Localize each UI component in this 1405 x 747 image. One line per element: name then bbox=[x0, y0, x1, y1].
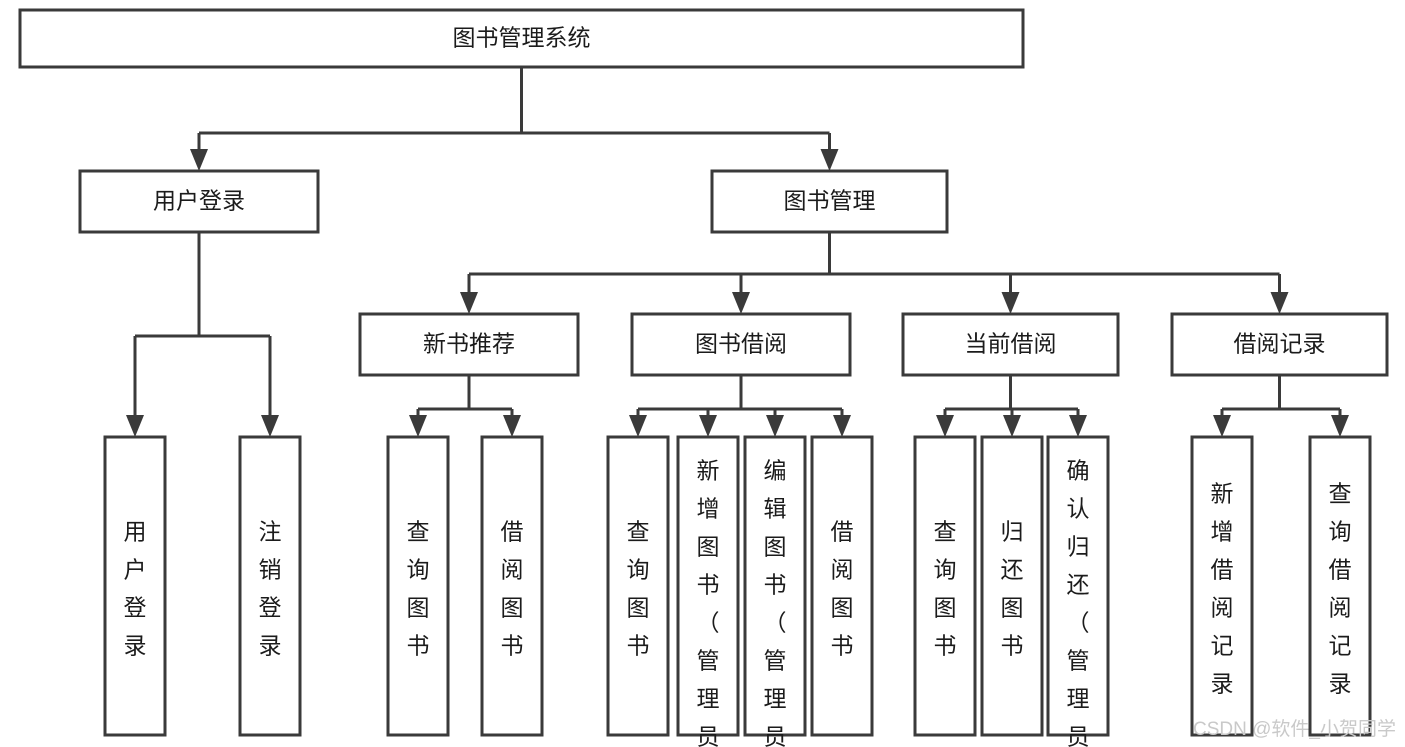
arrow-to-leaf-add-record bbox=[1213, 415, 1231, 437]
node-label-user-login: 用户登录 bbox=[153, 188, 245, 214]
node-root[interactable]: 图书管理系统 bbox=[18, 8, 1025, 69]
arrow-to-current-borrow bbox=[1001, 292, 1020, 314]
arrow-to-leaf-edit-book bbox=[766, 415, 784, 437]
node-box-leaf-add-record bbox=[1190, 435, 1254, 737]
node-label-leaf-query-book-rec: 查询图书 bbox=[407, 519, 430, 659]
node-label-leaf-borrow-book: 借阅图书 bbox=[831, 519, 854, 659]
arrow-to-book-borrow bbox=[732, 292, 750, 314]
node-leaf-confirm-return[interactable]: 确认归还（管理员） bbox=[1046, 435, 1110, 747]
arrow-to-book-management bbox=[820, 149, 839, 171]
node-leaf-borrow-book[interactable]: 借阅图书 bbox=[810, 435, 874, 737]
arrow-to-leaf-query-book-cur bbox=[936, 415, 954, 437]
arrow-to-leaf-query-record bbox=[1331, 415, 1349, 437]
node-leaf-borrow-book-rec[interactable]: 借阅图书 bbox=[480, 435, 544, 737]
node-label-leaf-add-record: 新增借阅记录 bbox=[1211, 481, 1234, 697]
node-label-book-borrow: 图书借阅 bbox=[695, 331, 787, 357]
arrow-to-leaf-borrow-book bbox=[833, 415, 851, 437]
node-box-leaf-query-book bbox=[606, 435, 670, 737]
arrow-to-leaf-confirm-return bbox=[1069, 415, 1087, 437]
node-label-leaf-user-login: 用户登录 bbox=[124, 519, 147, 659]
node-box-current-borrow bbox=[901, 312, 1120, 377]
node-label-leaf-return-book: 归还图书 bbox=[1001, 519, 1024, 659]
node-leaf-add-book[interactable]: 新增图书（管理员） bbox=[676, 435, 740, 747]
arrow-to-borrow-record bbox=[1270, 292, 1289, 314]
arrow-to-new-book-recommend bbox=[460, 292, 478, 314]
node-leaf-edit-book[interactable]: 编辑图书（管理员） bbox=[743, 435, 807, 747]
node-box-new-book-recommend bbox=[358, 312, 580, 377]
arrow-to-leaf-query-book bbox=[629, 415, 647, 437]
node-box-leaf-add-book bbox=[676, 435, 740, 737]
node-box-leaf-return-book bbox=[980, 435, 1044, 737]
node-leaf-user-login[interactable]: 用户登录 bbox=[103, 435, 167, 737]
node-box-book-borrow bbox=[630, 312, 852, 377]
node-box-book-management bbox=[710, 169, 949, 234]
node-box-leaf-confirm-return bbox=[1046, 435, 1110, 737]
boxes-layer: 图书管理系统用户登录图书管理新书推荐图书借阅当前借阅借阅记录用户登录注销登录查询… bbox=[18, 8, 1389, 747]
node-label-leaf-query-book: 查询图书 bbox=[627, 519, 650, 659]
node-leaf-return-book[interactable]: 归还图书 bbox=[980, 435, 1044, 737]
arrow-to-leaf-query-book-rec bbox=[409, 415, 427, 437]
arrow-to-leaf-add-book bbox=[699, 415, 717, 437]
node-label-leaf-logout: 注销登录 bbox=[259, 519, 282, 659]
node-label-leaf-borrow-book-rec: 借阅图书 bbox=[501, 519, 524, 659]
node-leaf-query-record[interactable]: 查询借阅记录 bbox=[1308, 435, 1372, 737]
arrow-to-leaf-user-login bbox=[126, 415, 144, 437]
csdn-watermark: CSDN @软件_小贺同学 bbox=[1193, 718, 1396, 740]
node-label-leaf-query-book-cur: 查询图书 bbox=[934, 519, 957, 659]
node-label-current-borrow: 当前借阅 bbox=[965, 331, 1057, 357]
node-leaf-add-record[interactable]: 新增借阅记录 bbox=[1190, 435, 1254, 737]
node-user-login[interactable]: 用户登录 bbox=[78, 169, 320, 234]
node-box-root bbox=[18, 8, 1025, 69]
connectors-layer bbox=[126, 67, 1349, 437]
node-book-borrow[interactable]: 图书借阅 bbox=[630, 312, 852, 377]
arrow-to-leaf-return-book bbox=[1003, 415, 1021, 437]
arrow-to-leaf-logout bbox=[261, 415, 279, 437]
node-label-leaf-add-book: 新增图书（管理员） bbox=[697, 458, 720, 747]
node-book-management[interactable]: 图书管理 bbox=[710, 169, 949, 234]
node-label-new-book-recommend: 新书推荐 bbox=[423, 331, 515, 357]
node-label-leaf-edit-book: 编辑图书（管理员） bbox=[764, 458, 787, 747]
node-borrow-record[interactable]: 借阅记录 bbox=[1170, 312, 1389, 377]
node-box-leaf-borrow-book bbox=[810, 435, 874, 737]
arrow-to-user-login bbox=[190, 149, 208, 171]
node-box-user-login bbox=[78, 169, 320, 234]
node-label-borrow-record: 借阅记录 bbox=[1234, 331, 1326, 357]
node-box-leaf-edit-book bbox=[743, 435, 807, 737]
node-label-root: 图书管理系统 bbox=[453, 25, 591, 51]
node-box-leaf-borrow-book-rec bbox=[480, 435, 544, 737]
node-box-leaf-user-login bbox=[103, 435, 167, 737]
node-box-leaf-query-book-rec bbox=[386, 435, 450, 737]
node-box-leaf-logout bbox=[238, 435, 302, 737]
node-leaf-logout[interactable]: 注销登录 bbox=[238, 435, 302, 737]
arrow-to-leaf-borrow-book-rec bbox=[503, 415, 521, 437]
node-leaf-query-book-rec[interactable]: 查询图书 bbox=[386, 435, 450, 737]
node-new-book-recommend[interactable]: 新书推荐 bbox=[358, 312, 580, 377]
node-leaf-query-book[interactable]: 查询图书 bbox=[606, 435, 670, 737]
node-label-leaf-confirm-return: 确认归还（管理员） bbox=[1067, 458, 1090, 747]
node-label-book-management: 图书管理 bbox=[784, 188, 876, 214]
node-box-leaf-query-book-cur bbox=[913, 435, 977, 737]
node-box-leaf-query-record bbox=[1308, 435, 1372, 737]
node-current-borrow[interactable]: 当前借阅 bbox=[901, 312, 1120, 377]
node-label-leaf-query-record: 查询借阅记录 bbox=[1329, 481, 1352, 697]
node-leaf-query-book-cur[interactable]: 查询图书 bbox=[913, 435, 977, 737]
node-box-borrow-record bbox=[1170, 312, 1389, 377]
